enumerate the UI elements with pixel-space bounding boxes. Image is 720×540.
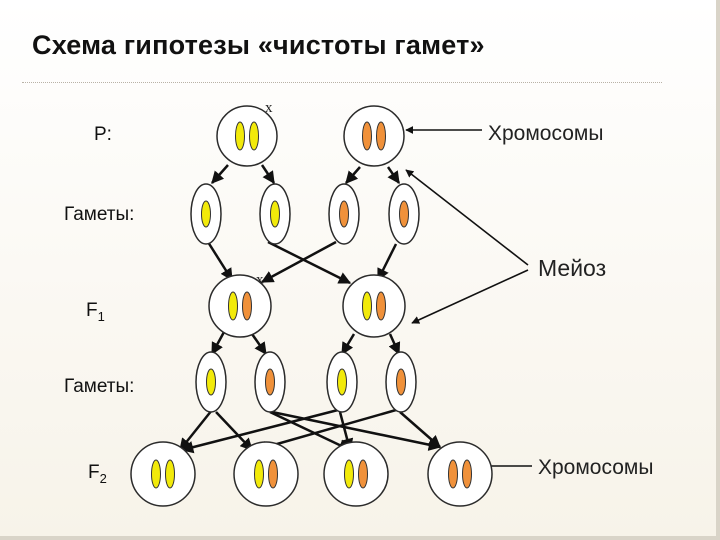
arrow	[399, 411, 441, 448]
gamete-cell	[254, 351, 286, 413]
fertilization-arrows-f1	[206, 240, 398, 285]
chromosome-yellow	[337, 368, 347, 396]
meiosis-arrows-parents	[211, 164, 401, 185]
chromosome-yellow	[206, 368, 216, 396]
gamete-cell	[259, 183, 291, 245]
diploid-cell	[427, 441, 493, 507]
cell-membrane	[427, 441, 493, 507]
gametes-label-1: Гаметы:	[64, 204, 135, 225]
chromosome-orange	[448, 459, 458, 489]
diploid-cell	[216, 105, 278, 167]
chromosome-orange	[396, 368, 406, 396]
gamete-cell	[195, 351, 227, 413]
chromosome-orange	[376, 121, 386, 151]
chromosome-yellow	[254, 459, 264, 489]
arrow-meiosis-2	[411, 269, 529, 324]
cell-membrane	[342, 274, 406, 338]
diploid-cell	[130, 441, 196, 507]
meiosis-arrows-f1	[210, 331, 401, 356]
cell-membrane	[343, 105, 405, 167]
arrow	[388, 333, 401, 356]
arrow	[376, 243, 398, 282]
f1-label: F1	[86, 300, 105, 324]
chromosome-orange	[462, 459, 472, 489]
chromosome-yellow	[344, 459, 354, 489]
chromosome-yellow	[362, 291, 372, 321]
chromosome-yellow	[151, 459, 161, 489]
arrow	[260, 240, 337, 284]
fertilization-arrows-f2	[179, 408, 442, 454]
arrow	[267, 240, 352, 285]
chromosome-orange	[358, 459, 368, 489]
arrow	[180, 408, 339, 454]
cross-sign-f1: x	[256, 272, 264, 288]
arrow	[386, 166, 401, 185]
chromosomes-label-top: Хромосомы	[488, 122, 604, 145]
arrow	[210, 331, 226, 356]
f2-letter: F	[88, 462, 100, 483]
gamete-cell	[385, 351, 417, 413]
annotation-arrows	[405, 126, 532, 470]
arrow	[271, 410, 442, 451]
cross-sign-parents: x	[265, 100, 273, 116]
chromosome-orange	[268, 459, 278, 489]
diploid-cell	[323, 441, 389, 507]
chromosome-yellow	[270, 200, 280, 228]
chromosome-yellow	[228, 291, 238, 321]
arrow-meiosis-1	[405, 169, 529, 266]
f2-label: F2	[88, 462, 107, 486]
arrow	[260, 164, 276, 185]
cell-membrane	[323, 441, 389, 507]
gametes-label-2: Гаметы:	[64, 376, 135, 397]
cell-membrane	[216, 105, 278, 167]
arrow	[215, 411, 253, 451]
chromosome-yellow	[249, 121, 259, 151]
chromosome-yellow	[201, 200, 211, 228]
chromosome-orange	[399, 200, 409, 228]
chromosome-orange	[339, 200, 349, 228]
f1-index: 1	[97, 308, 105, 324]
arrow	[340, 333, 356, 356]
diploid-cell	[343, 105, 405, 167]
arrow	[269, 410, 352, 452]
arrow	[250, 333, 268, 356]
chromosome-yellow	[165, 459, 175, 489]
chromosome-yellow	[235, 121, 245, 151]
f1-letter: F	[86, 300, 98, 321]
diploid-cell	[208, 274, 272, 338]
chromosome-orange	[242, 291, 252, 321]
chromosome-orange	[376, 291, 386, 321]
arrow	[254, 408, 397, 453]
title-divider	[22, 82, 662, 83]
diploid-cell	[233, 441, 299, 507]
chromosome-orange	[362, 121, 372, 151]
cell-membrane	[208, 274, 272, 338]
gamete-cell	[190, 183, 222, 245]
arrow	[206, 241, 234, 282]
cells-layer	[130, 105, 493, 507]
meiosis-label: Мейоз	[538, 255, 607, 281]
cell-membrane	[130, 441, 196, 507]
gamete-cell	[388, 183, 420, 245]
arrow	[211, 164, 229, 184]
diploid-cell	[342, 274, 406, 338]
f2-index: 2	[99, 470, 107, 486]
arrow	[345, 166, 361, 184]
parents-label: P:	[94, 124, 112, 145]
chromosomes-label-bottom: Хромосомы	[538, 456, 654, 479]
page-title: Схема гипотезы «чистоты гамет»	[32, 30, 485, 60]
gamete-cell	[326, 351, 358, 413]
cell-membrane	[233, 441, 299, 507]
gamete-cell	[328, 183, 360, 245]
chromosome-orange	[265, 368, 275, 396]
